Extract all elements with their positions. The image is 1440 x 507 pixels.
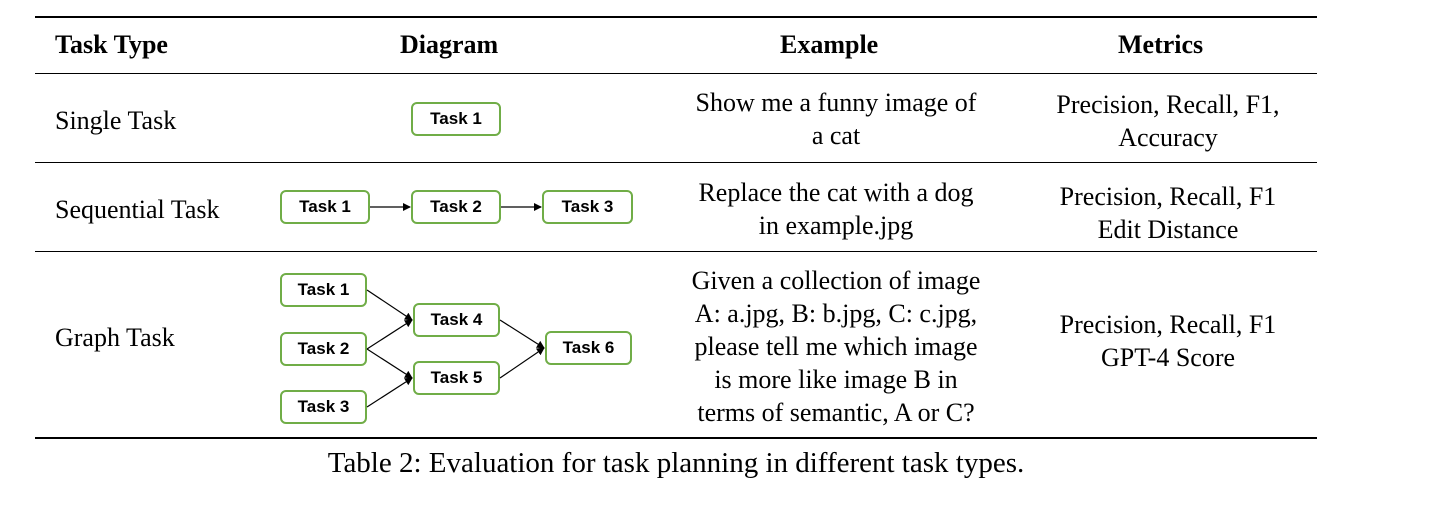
header-bottom-rule: [35, 73, 1317, 74]
task-type-graph: Graph Task: [55, 323, 175, 352]
row-separator: [35, 162, 1317, 163]
edge-arrow: [499, 319, 545, 349]
diagram-node: Task 2: [411, 190, 501, 224]
example-line: Show me a funny image of: [695, 88, 977, 117]
diagram-node: Task 2: [280, 332, 367, 366]
diagram-node: Task 6: [545, 331, 632, 365]
table-caption: Table 2: Evaluation for task planning in…: [327, 447, 1025, 479]
diagram-node: Task 1: [280, 273, 367, 307]
diagram-node: Task 3: [280, 390, 367, 424]
example-line: Given a collection of image: [691, 266, 981, 295]
diagram-node: Task 5: [413, 361, 500, 395]
metrics-line: Precision, Recall, F1,: [1056, 90, 1280, 119]
edge-arrow: [366, 377, 413, 408]
metrics-graph: Precision, Recall, F1 GPT-4 Score: [1030, 308, 1306, 374]
metrics-line: Accuracy: [1118, 123, 1218, 152]
edge-arrow: [499, 347, 545, 379]
metrics-line: Precision, Recall, F1: [1059, 182, 1277, 211]
example-line: is more like image B in: [714, 365, 958, 394]
header-task-type: Task Type: [55, 30, 168, 59]
example-graph: Given a collection of image A: a.jpg, B:…: [660, 264, 1012, 429]
metrics-line: GPT-4 Score: [1100, 343, 1236, 372]
header-metrics: Metrics: [1118, 30, 1204, 59]
task-type-single: Single Task: [55, 106, 177, 135]
example-line: terms of semantic, A or C?: [697, 398, 975, 427]
diagram-node: Task 4: [413, 303, 500, 337]
row-separator: [35, 251, 1317, 252]
table-top-rule: [35, 16, 1317, 18]
example-single: Show me a funny image of a cat: [660, 86, 1012, 152]
example-sequential: Replace the cat with a dog in example.jp…: [660, 176, 1012, 242]
header-diagram: Diagram: [400, 30, 499, 59]
edge-arrow: [366, 348, 413, 379]
diagram-node: Task 1: [280, 190, 370, 224]
diagram-node: Task 1: [411, 102, 501, 136]
edge-arrow: [366, 319, 413, 350]
example-line: please tell me which image: [694, 332, 978, 361]
example-line: A: a.jpg, B: b.jpg, C: c.jpg,: [694, 299, 978, 328]
task-type-sequential: Sequential Task: [55, 195, 220, 224]
metrics-line: Edit Distance: [1097, 215, 1239, 244]
diagram-node: Task 3: [542, 190, 633, 224]
table-bottom-rule: [35, 437, 1317, 439]
header-example: Example: [780, 30, 879, 59]
metrics-single: Precision, Recall, F1, Accuracy: [1030, 88, 1306, 154]
example-line: a cat: [811, 121, 861, 150]
example-line: Replace the cat with a dog: [698, 178, 974, 207]
edge-arrow: [366, 289, 413, 321]
metrics-line: Precision, Recall, F1: [1059, 310, 1277, 339]
example-line: in example.jpg: [758, 211, 914, 240]
metrics-sequential: Precision, Recall, F1 Edit Distance: [1030, 180, 1306, 246]
